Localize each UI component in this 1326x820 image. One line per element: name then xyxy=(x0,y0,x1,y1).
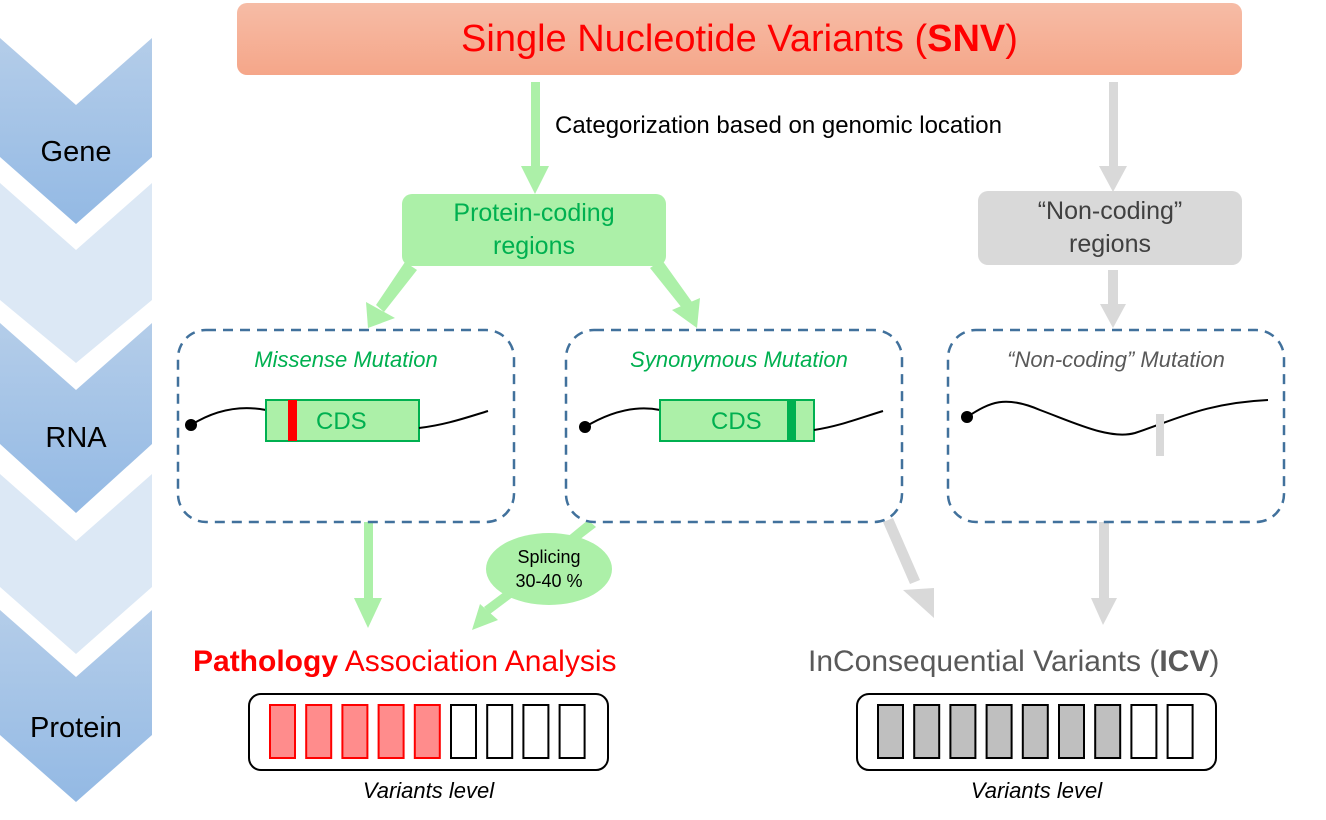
noncoding-title: “Non-coding” Mutation xyxy=(1007,347,1225,372)
pathology-variants-caption: Variants level xyxy=(362,778,495,803)
mutation-marker xyxy=(787,400,796,441)
missense-title: Missense Mutation xyxy=(254,347,438,372)
stage-chevrons xyxy=(0,38,152,802)
rna-strand xyxy=(584,407,661,428)
chevron-rna xyxy=(0,323,152,513)
chevron-gene-rna-gap xyxy=(0,183,152,363)
protein-coding-line1: Protein-coding xyxy=(453,199,615,227)
variant-cell-filled xyxy=(949,704,977,759)
pathology-title-bold: Pathology xyxy=(193,645,339,678)
icv-title-prefix: InConsequential Variants ( xyxy=(808,645,1160,678)
variant-cell-filled xyxy=(413,704,441,759)
categorization-label: Categorization based on genomic location xyxy=(555,112,1002,139)
variant-cell-filled xyxy=(1021,704,1049,759)
stage-label-gene: Gene xyxy=(40,136,112,168)
variant-cell-filled xyxy=(985,704,1013,759)
stage-label-rna: RNA xyxy=(45,422,107,454)
protein-coding-line2: regions xyxy=(493,232,575,260)
variant-cell-empty xyxy=(450,704,477,759)
missense-rna xyxy=(185,399,489,442)
splicing-label: Splicing xyxy=(517,547,581,567)
rna-strand xyxy=(813,410,884,431)
splicing-bubble: Splicing 30-40 % xyxy=(486,533,612,605)
variant-cell-filled xyxy=(341,704,369,759)
missense-box xyxy=(176,328,516,524)
chevron-protein xyxy=(0,610,152,802)
rna-strand xyxy=(418,410,489,429)
synonymous-title: Synonymous Mutation xyxy=(630,347,848,372)
mutation-marker xyxy=(288,400,297,441)
chevron-rna-protein-gap xyxy=(0,474,152,654)
non-coding-box: “Non-coding” regions xyxy=(978,191,1242,265)
variant-cell-empty xyxy=(1166,704,1194,759)
variant-cell-filled xyxy=(377,704,405,759)
variant-cell-filled xyxy=(1094,704,1122,759)
snv-title-prefix: Single Nucleotide Variants ( xyxy=(461,17,928,60)
variant-cell-filled xyxy=(877,704,904,759)
noncoding-box xyxy=(946,328,1286,524)
synonymous-cds-label: CDS xyxy=(711,408,762,435)
synonymous-box xyxy=(564,328,904,524)
green-arrows xyxy=(354,82,700,630)
splicing-percent: 30-40 % xyxy=(515,571,583,591)
variant-cell-empty xyxy=(1130,704,1158,759)
synonymous-rna xyxy=(579,399,884,442)
variant-cell-empty xyxy=(522,704,550,759)
protein-coding-box: Protein-coding regions xyxy=(402,194,666,266)
gray-arrows xyxy=(883,82,1127,625)
pathology-variant-cells xyxy=(269,704,586,759)
pathology-title: Pathology Association Analysis xyxy=(193,645,617,679)
mutation-marker xyxy=(1156,414,1164,456)
icv-title-suffix: ) xyxy=(1209,645,1220,678)
noncoding-rna xyxy=(961,399,1269,456)
icv-title-abbrev: ICV xyxy=(1159,645,1210,678)
icv-variants-caption: Variants level xyxy=(970,778,1103,803)
variant-cell-filled xyxy=(269,704,296,759)
rna-strand xyxy=(966,399,1269,436)
icv-title: InConsequential Variants (ICV) xyxy=(808,645,1219,679)
snv-header-box: Single Nucleotide Variants (SNV) xyxy=(237,3,1242,75)
non-coding-line1: “Non-coding” xyxy=(1037,197,1183,225)
missense-cds-label: CDS xyxy=(316,408,367,435)
rna-strand xyxy=(190,407,267,426)
variant-cell-empty xyxy=(558,704,586,759)
icv-variant-cells xyxy=(877,704,1194,759)
variant-cell-filled xyxy=(1058,704,1085,759)
pathology-title-rest: Association Analysis xyxy=(338,645,617,678)
chevron-gene xyxy=(0,38,152,224)
variant-cell-filled xyxy=(305,704,333,759)
stage-label-protein: Protein xyxy=(30,712,122,744)
variant-cell-empty xyxy=(486,704,514,759)
non-coding-line2: regions xyxy=(1069,230,1151,258)
snv-title-suffix: ) xyxy=(1005,17,1018,60)
snv-title-abbrev: SNV xyxy=(927,17,1006,60)
variant-cell-filled xyxy=(913,704,941,759)
